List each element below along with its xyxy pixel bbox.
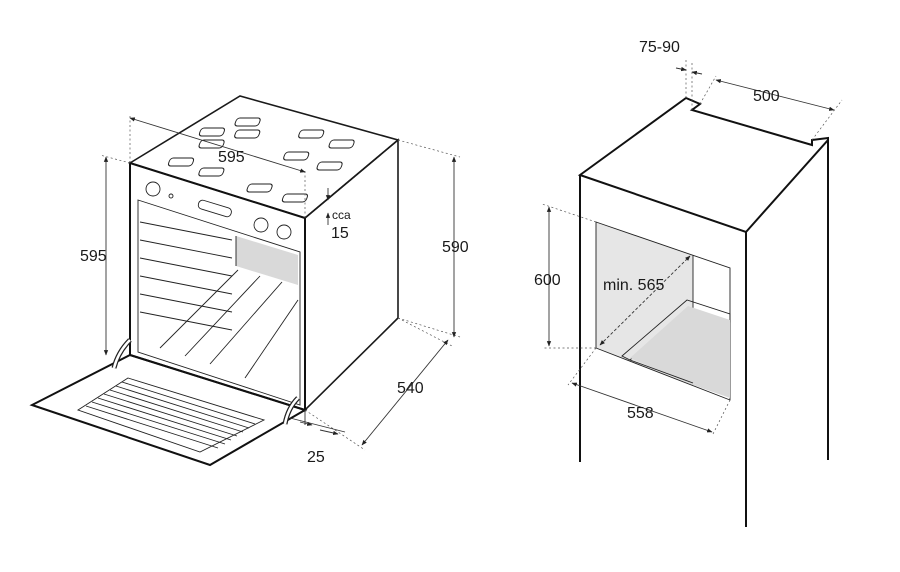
top-vents (167, 117, 355, 203)
knob-middle-icon (253, 217, 269, 233)
door-handle-right-inner (283, 397, 299, 425)
door-offset-label: 25 (307, 449, 325, 466)
oven-cavity-back (236, 236, 298, 285)
cabinet-niche-drawing: 75-90 500 600 min. 565 558 (534, 39, 843, 527)
oven-side-panel (304, 138, 399, 412)
niche-top-depth-label: 500 (753, 88, 780, 105)
oven-depth-label: 540 (397, 380, 424, 397)
niche-width-label: 558 (627, 405, 654, 422)
gap-cca-label: cca (332, 208, 351, 222)
indicator-light-icon (168, 193, 174, 199)
oven-drawing: 595 595 590 540 25 cca 15 (29, 95, 469, 467)
niche-top-gap-label: 75-90 (639, 39, 680, 56)
gap-value-label: 15 (331, 225, 349, 242)
knob-right-icon (276, 224, 292, 240)
door-glass (76, 377, 266, 453)
oven-rack-rails (139, 221, 299, 379)
oven-top-panel (128, 95, 400, 219)
oven-cavity-frame (137, 199, 301, 406)
door-handle-left-inner (112, 339, 131, 369)
niche-min-width-label: min. 565 (603, 277, 664, 294)
niche-height-label: 600 (534, 272, 561, 289)
oven-front-height-label: 595 (80, 248, 107, 265)
cabinet-top (577, 96, 829, 234)
knob-left-icon (145, 181, 161, 197)
oven-door-open (29, 353, 308, 467)
oven-front-face (129, 161, 306, 412)
display-panel (197, 199, 232, 218)
oven-side-height-label: 590 (442, 239, 469, 256)
oven-top-width-label: 595 (218, 149, 245, 166)
niche-shelf-cutout (630, 306, 730, 398)
